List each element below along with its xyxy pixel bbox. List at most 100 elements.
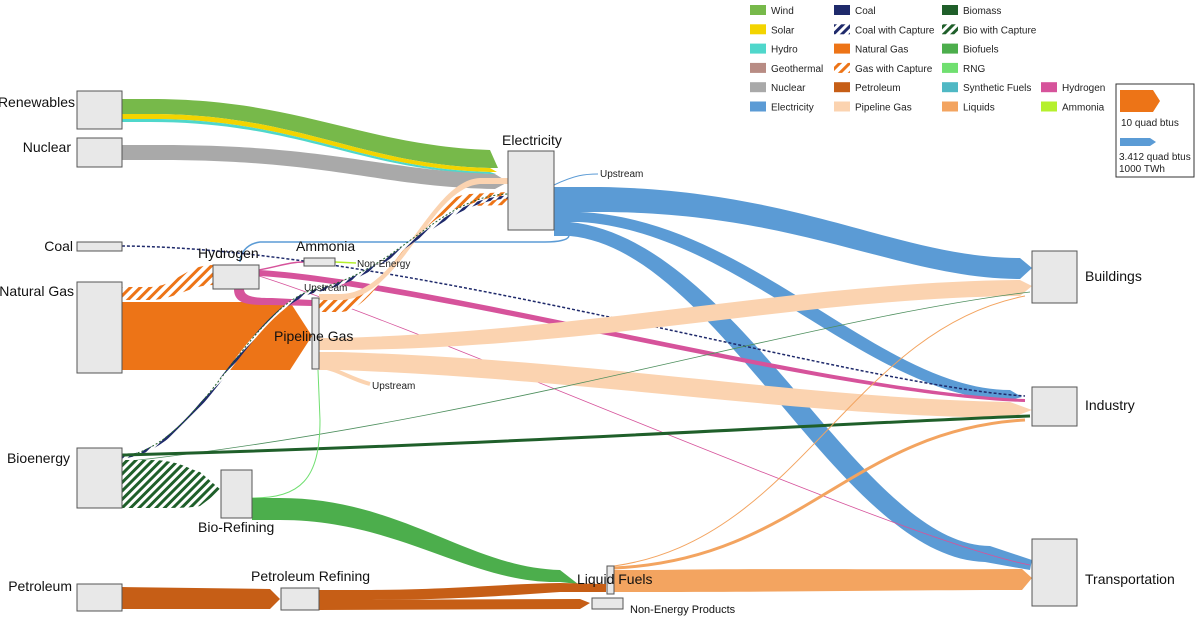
legend-label-liquids: Liquids	[963, 103, 995, 114]
legend-label-coal: Coal	[855, 6, 876, 17]
label-bioenergy: Bioenergy	[7, 450, 70, 466]
annotation-upstream-electricity: Upstream	[600, 169, 643, 180]
node-bio-refining[interactable]	[220, 469, 253, 519]
legend-label-wind: Wind	[771, 6, 794, 17]
node-nuclear[interactable]	[76, 137, 123, 168]
annotations: Upstream Upstream Upstream Non-Energy No…	[304, 169, 736, 616]
label-electricity: Electricity	[502, 132, 562, 148]
flow-nuclear-to-electricity	[122, 145, 508, 189]
annotation-non-energy-products: Non-Energy Products	[630, 604, 736, 616]
legend-label-rng: RNG	[963, 64, 985, 75]
flow-electricity-upstream	[553, 173, 599, 186]
node-transportation[interactable]	[1031, 538, 1078, 607]
annotation-upstream-gas: Upstream	[372, 381, 415, 392]
flow-gas-capture-to-hydrogen	[122, 265, 213, 300]
flow-refining-to-nonenergy	[319, 599, 590, 610]
legend-swatch-solar	[750, 24, 766, 35]
flow-liquids-to-buildings	[613, 295, 1026, 567]
flow-liquids-to-transportation	[614, 569, 1032, 592]
legend-label-petroleum: Petroleum	[855, 83, 901, 94]
node-liquid-fuels[interactable]	[606, 565, 615, 595]
legend-swatch-nuclear	[750, 82, 766, 93]
scale-box: 10 quad btus 3.412 quad btus 1000 TWh	[1115, 83, 1195, 178]
flow-refining-to-liquid-fuels	[319, 583, 606, 600]
legend-swatch-geothermal	[750, 62, 766, 73]
flow-hydrogen-to-ammonia	[258, 261, 305, 271]
node-natural-gas[interactable]	[76, 281, 123, 374]
legend-swatch-electricity	[750, 101, 766, 112]
legend-swatch-liquids	[942, 101, 958, 112]
label-liquid-fuels: Liquid Fuels	[577, 571, 653, 587]
legend-label-electricity: Electricity	[771, 103, 814, 114]
legend-label-geothermal: Geothermal	[771, 64, 823, 75]
legend-label-hydro: Hydro	[771, 45, 798, 56]
annotation-non-energy: Non-Energy	[357, 259, 410, 270]
scale-blue-label-1: 3.412 quad btus	[1119, 152, 1191, 163]
label-petroleum-refining: Petroleum Refining	[251, 568, 370, 584]
flow-biofuels-to-liquid-fuels	[252, 498, 578, 584]
flow-biomass-to-industry	[121, 414, 1031, 457]
node-bioenergy[interactable]	[76, 447, 123, 509]
legend-label-nuclear: Nuclear	[771, 83, 806, 94]
flow-wind-to-electricity	[122, 99, 498, 168]
node-labels: Renewables Nuclear Coal Natural Gas Bioe…	[0, 94, 1175, 594]
legend-label-biofuels: Biofuels	[963, 45, 999, 56]
label-nuclear: Nuclear	[23, 139, 72, 155]
label-pipeline-gas: Pipeline Gas	[274, 328, 353, 344]
label-renewables: Renewables	[0, 94, 75, 110]
scale-orange-label: 10 quad btus	[1121, 118, 1179, 129]
node-petroleum-refining[interactable]	[280, 587, 320, 611]
legend-swatch-hydrogen	[1041, 82, 1057, 93]
label-bio-refining: Bio-Refining	[198, 519, 274, 535]
node-renewables[interactable]	[76, 90, 123, 130]
legend-swatch-coal	[834, 5, 850, 15]
legend-label-bio-with-capture: Bio with Capture	[963, 25, 1037, 36]
legend-swatch-biomass	[942, 5, 958, 15]
label-industry: Industry	[1085, 397, 1135, 413]
node-hydrogen[interactable]	[212, 264, 260, 290]
legend-swatch-gas-with-capture	[834, 62, 850, 73]
label-ammonia: Ammonia	[296, 238, 355, 254]
legend-swatch-wind	[750, 5, 766, 15]
flow-bio-capture-to-electricity-band	[121, 193, 509, 457]
flow-liquids-to-industry	[613, 418, 1026, 570]
legend-swatch-ammonia	[1041, 101, 1057, 112]
flow-pipeline-to-industry	[319, 352, 1032, 418]
flow-pipeline-upstream	[318, 364, 371, 386]
legend-label-synthetic-fuels: Synthetic Fuels	[963, 83, 1031, 94]
node-coal[interactable]	[76, 241, 123, 252]
node-industry[interactable]	[1031, 386, 1078, 427]
legend-swatch-hydro	[750, 43, 766, 54]
legend-label-natural-gas: Natural Gas	[855, 45, 908, 56]
node-buildings[interactable]	[1031, 250, 1078, 304]
legend-swatch-coal-with-capture	[834, 24, 850, 35]
label-transportation: Transportation	[1085, 571, 1175, 587]
flows	[121, 99, 1032, 610]
legend-label-pipeline-gas: Pipeline Gas	[855, 103, 912, 114]
node-non-energy-products[interactable]	[591, 597, 624, 610]
flow-pipeline-to-buildings	[319, 280, 1032, 350]
flow-electricity-to-hydrogen	[239, 229, 570, 263]
legend-swatch-natural-gas	[834, 43, 850, 54]
node-electricity[interactable]	[507, 150, 555, 231]
label-natural-gas: Natural Gas	[0, 283, 74, 299]
node-petroleum[interactable]	[76, 583, 123, 612]
annotation-upstream-hydrogen: Upstream	[304, 283, 347, 294]
flow-hydrogen-to-industry	[259, 270, 1025, 402]
legend-swatch-synthetic-fuels	[942, 82, 958, 93]
node-ammonia[interactable]	[303, 257, 336, 267]
node-pipeline-gas[interactable]	[311, 297, 320, 370]
nodes	[76, 90, 1078, 612]
legend-label-coal-with-capture: Coal with Capture	[855, 25, 935, 36]
label-petroleum: Petroleum	[8, 578, 72, 594]
label-coal: Coal	[44, 238, 73, 254]
legend-label-gas-with-capture: Gas with Capture	[855, 64, 933, 75]
flow-petroleum-to-refining	[122, 587, 280, 609]
label-buildings: Buildings	[1085, 268, 1142, 284]
flow-natural-gas-to-pipeline	[122, 302, 312, 370]
legend-label-hydrogen: Hydrogen	[1062, 83, 1105, 94]
scale-blue-label-2: 1000 TWh	[1119, 164, 1165, 175]
flow-bio-capture-to-electricity	[121, 195, 509, 459]
flow-biomass-to-buildings	[121, 291, 1031, 463]
